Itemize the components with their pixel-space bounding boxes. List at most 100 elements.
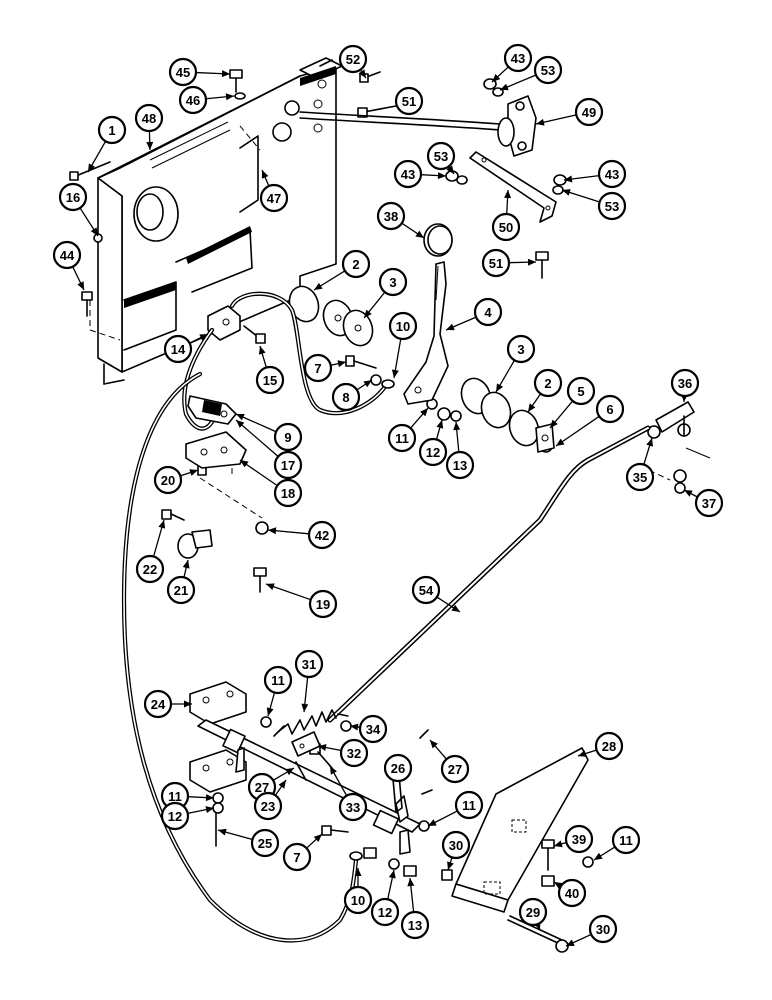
callout-32: 32 bbox=[339, 738, 369, 768]
leader-arrowhead bbox=[566, 939, 575, 946]
leader-arrowhead bbox=[236, 420, 245, 428]
callout-number: 9 bbox=[284, 430, 291, 445]
leader-arrowhead bbox=[266, 707, 274, 716]
leader-arrowhead bbox=[218, 828, 227, 836]
callout-number: 18 bbox=[281, 486, 295, 501]
callout-11: 11 bbox=[454, 790, 484, 820]
callout-45: 45 bbox=[168, 57, 198, 87]
bolts bbox=[69, 69, 563, 945]
callout-circle bbox=[341, 249, 371, 279]
leader-arrowhead bbox=[189, 469, 198, 476]
leader-line-6 bbox=[555, 415, 600, 447]
callout-circle bbox=[343, 885, 373, 915]
callout-circle bbox=[52, 240, 82, 270]
leader-arrowhead bbox=[364, 309, 372, 318]
callout-47: 47 bbox=[259, 183, 289, 213]
callout-circle bbox=[376, 201, 406, 231]
leader-lines bbox=[72, 66, 698, 947]
leader-arrowhead bbox=[446, 165, 454, 174]
callout-circle bbox=[597, 191, 627, 221]
callout-number: 21 bbox=[174, 583, 188, 598]
callout-circle bbox=[273, 478, 303, 508]
callout-circle bbox=[168, 57, 198, 87]
leader-arrowhead bbox=[199, 334, 208, 341]
leader-arrowhead bbox=[527, 258, 536, 266]
callout-3: 3 bbox=[378, 267, 408, 297]
leader-arrowhead bbox=[337, 360, 346, 368]
callout-43: 43 bbox=[597, 159, 627, 189]
leader-arrowhead bbox=[146, 141, 154, 150]
callout-49: 49 bbox=[574, 97, 604, 127]
callout-number: 26 bbox=[391, 761, 405, 776]
callout-39: 39 bbox=[564, 824, 594, 854]
leader-line-17 bbox=[235, 419, 279, 457]
callout-28: 28 bbox=[594, 731, 624, 761]
callout-11: 11 bbox=[387, 423, 417, 453]
leader-arrowhead bbox=[504, 190, 512, 199]
callout-circle bbox=[411, 575, 441, 605]
callout-34: 34 bbox=[358, 714, 388, 744]
callout-circle bbox=[418, 437, 448, 467]
leader-arrowhead bbox=[240, 460, 249, 468]
callout-13: 13 bbox=[445, 450, 475, 480]
callout-circle bbox=[308, 589, 338, 619]
callout-number: 50 bbox=[499, 220, 513, 235]
callout-number: 30 bbox=[596, 922, 610, 937]
callout-number: 11 bbox=[462, 798, 476, 813]
leader-arrowhead bbox=[420, 408, 428, 417]
callout-circle bbox=[160, 801, 190, 831]
callout-number: 42 bbox=[315, 528, 329, 543]
callout-circle bbox=[97, 115, 127, 145]
support-plate bbox=[469, 151, 557, 223]
callout-number: 25 bbox=[258, 836, 272, 851]
callout-number: 31 bbox=[302, 657, 316, 672]
leader-arrowhead bbox=[437, 172, 446, 180]
callout-circle bbox=[611, 825, 641, 855]
callout-44: 44 bbox=[52, 240, 82, 270]
callout-circle bbox=[178, 85, 208, 115]
callout-12: 12 bbox=[160, 801, 190, 831]
callout-number: 4 bbox=[484, 305, 492, 320]
leader-arrowhead bbox=[261, 170, 269, 179]
callout-circle bbox=[503, 43, 533, 73]
callout-19: 19 bbox=[308, 589, 338, 619]
cable-clip bbox=[187, 395, 237, 425]
leader-arrowhead bbox=[363, 380, 372, 388]
leader-arrowhead bbox=[301, 703, 309, 712]
callout-number: 53 bbox=[434, 149, 448, 164]
callout-number: 39 bbox=[572, 832, 586, 847]
leader-arrowhead bbox=[451, 604, 460, 612]
callout-number: 27 bbox=[448, 762, 462, 777]
callout-circle bbox=[394, 86, 424, 116]
callout-number: 14 bbox=[171, 342, 186, 357]
callout-number: 16 bbox=[66, 190, 80, 205]
callout-circle bbox=[134, 103, 164, 133]
callout-circle bbox=[339, 738, 369, 768]
callout-10: 10 bbox=[388, 311, 418, 341]
callout-circle bbox=[163, 334, 193, 364]
p-clip bbox=[177, 529, 213, 559]
leader-arrowhead bbox=[285, 768, 294, 776]
callout-circle bbox=[273, 450, 303, 480]
callout-number: 11 bbox=[168, 789, 182, 804]
callout-26: 26 bbox=[383, 753, 413, 783]
callout-number: 36 bbox=[678, 376, 692, 391]
cable-clamp-block bbox=[207, 305, 241, 341]
callout-circle bbox=[564, 824, 594, 854]
leader-arrowhead bbox=[500, 83, 509, 91]
callout-circle bbox=[533, 368, 563, 398]
leader-arrowhead bbox=[496, 383, 504, 392]
callout-11: 11 bbox=[611, 825, 641, 855]
callout-number: 24 bbox=[151, 697, 166, 712]
callout-3: 3 bbox=[506, 334, 536, 364]
callout-number: 53 bbox=[541, 63, 555, 78]
callout-24: 24 bbox=[143, 689, 173, 719]
callout-number: 53 bbox=[605, 199, 619, 214]
ball-joint bbox=[655, 401, 711, 459]
callout-circle bbox=[426, 141, 456, 171]
leader-arrowhead bbox=[88, 163, 96, 172]
callout-circle bbox=[250, 828, 280, 858]
callout-11: 11 bbox=[160, 781, 190, 811]
callout-circle bbox=[445, 450, 475, 480]
leader-arrowhead bbox=[314, 282, 323, 290]
